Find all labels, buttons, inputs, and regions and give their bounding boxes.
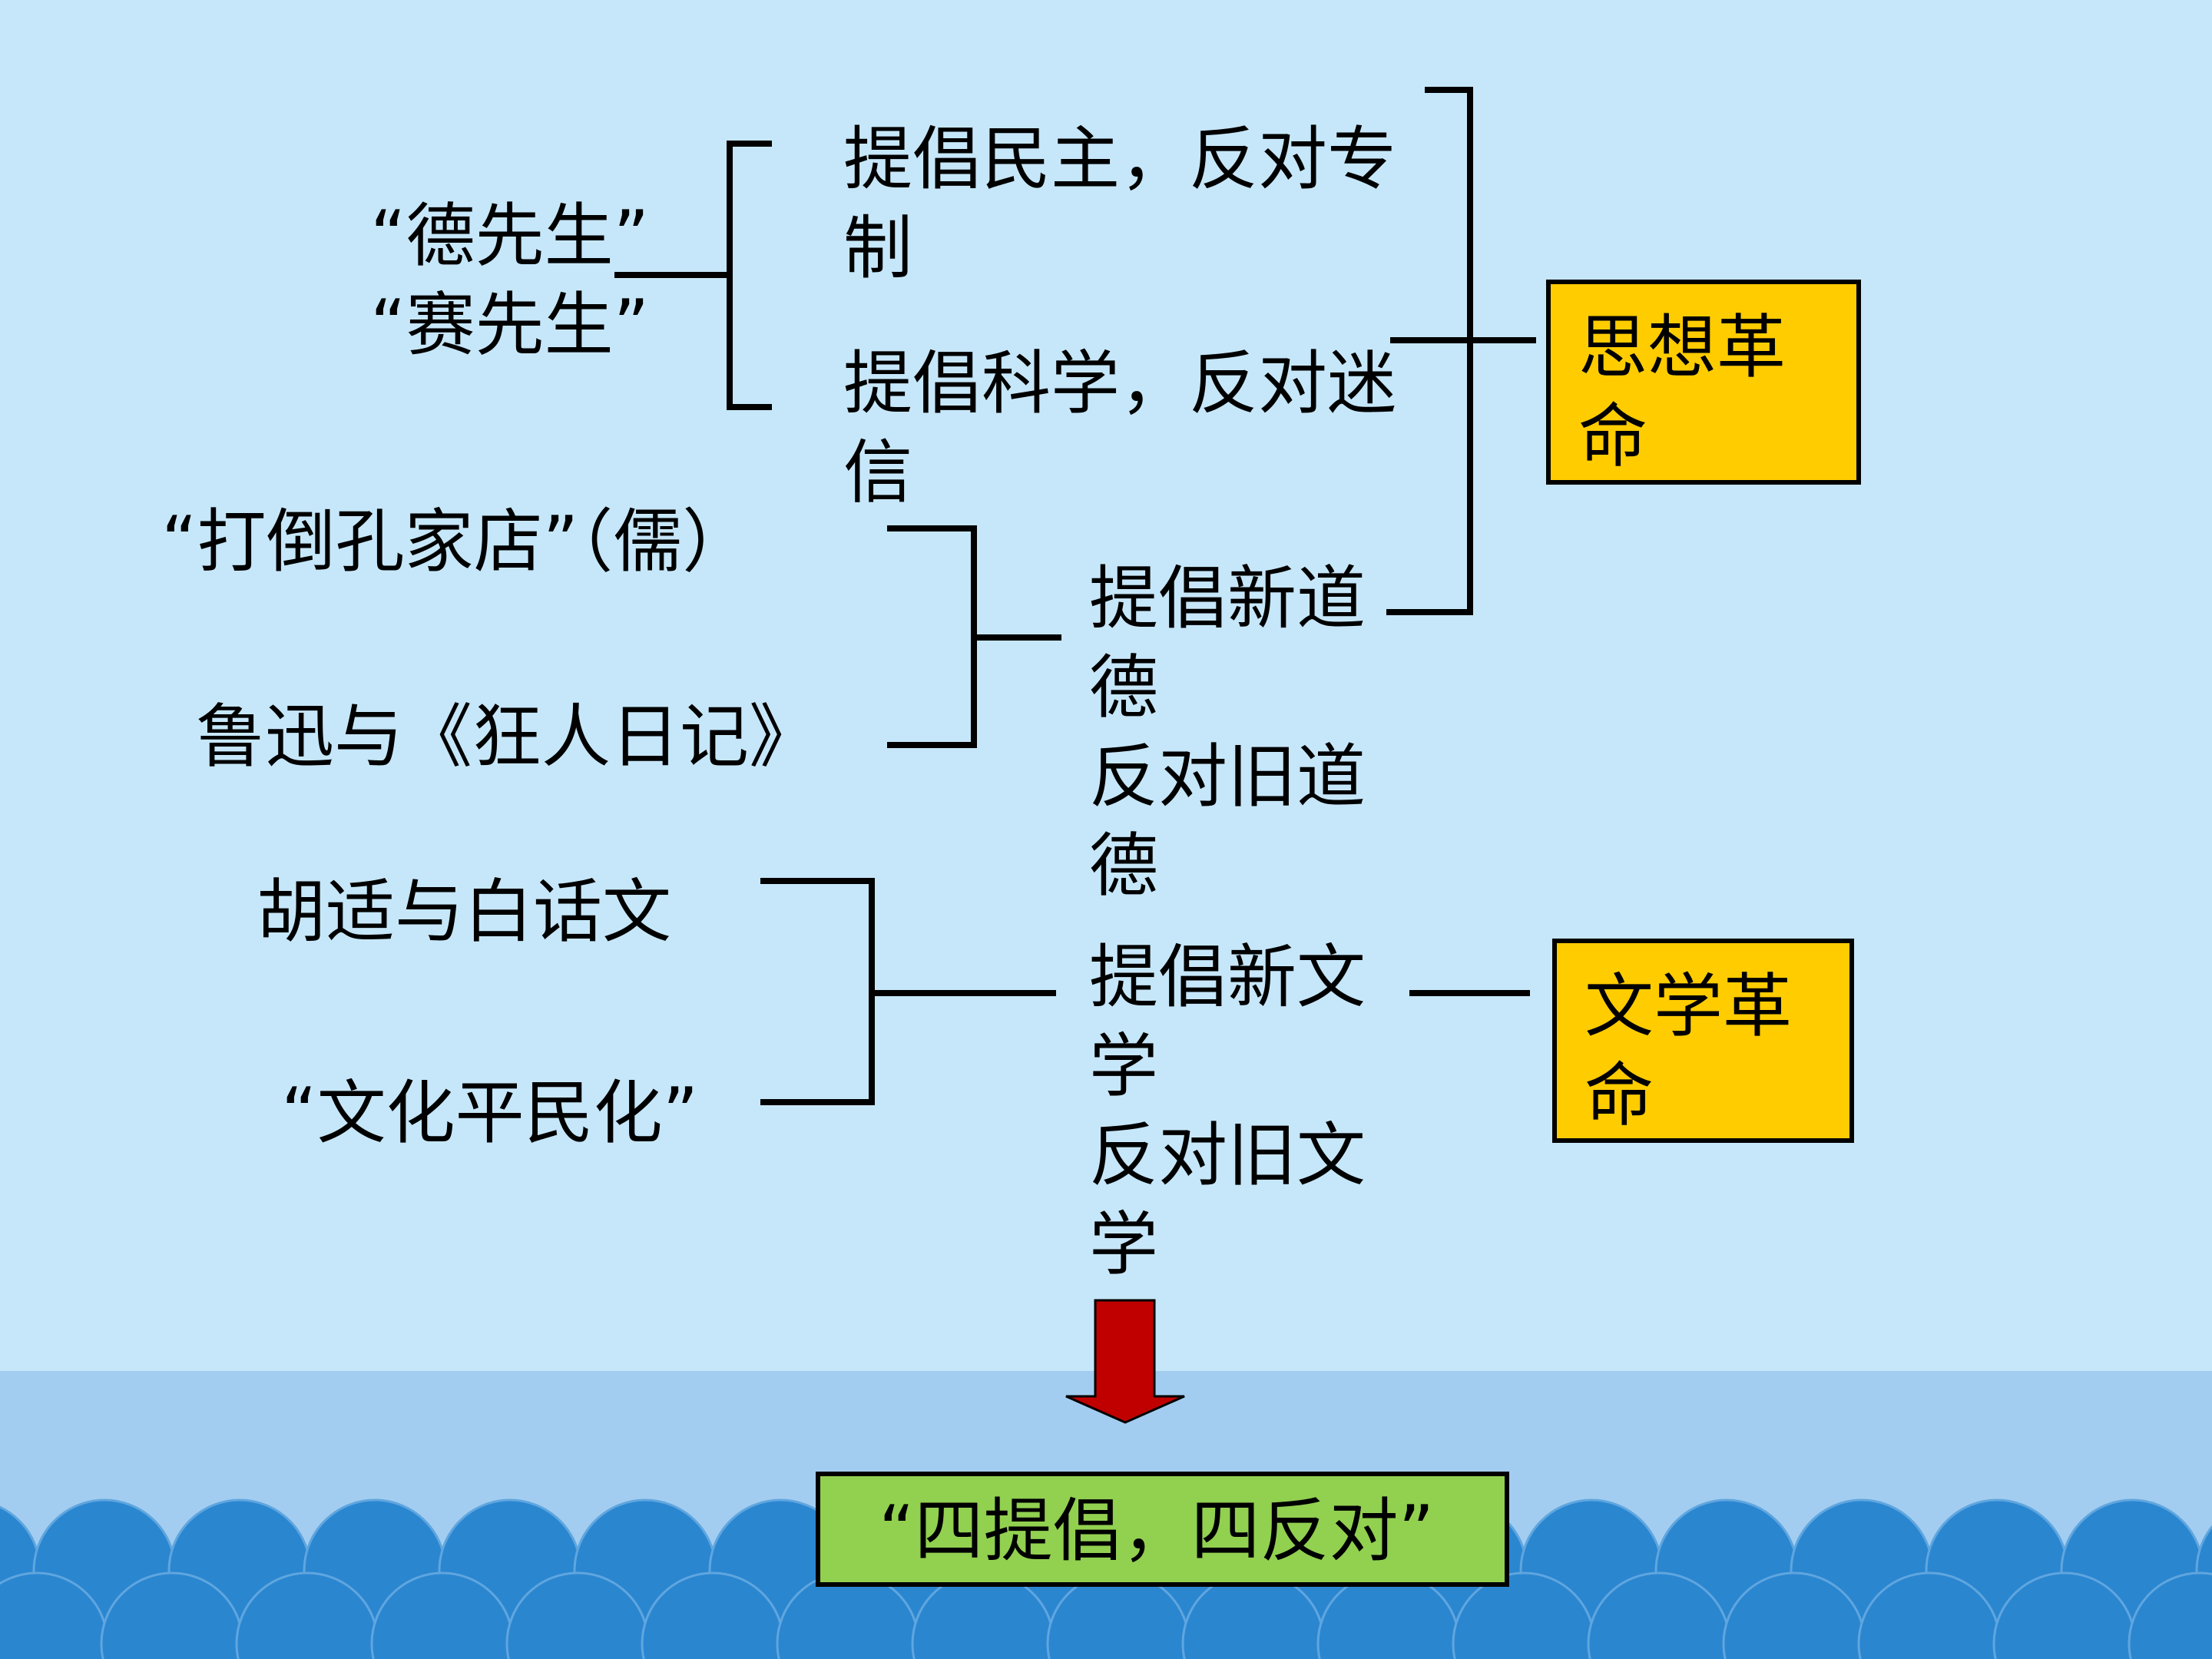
down-arrow [1065,1299,1185,1424]
label-hushi: 胡适与白话文 [257,872,671,952]
box-literary-revolution: 文学革 命 [1552,939,1854,1143]
bracket-de-sai [727,141,772,410]
box-summary-text: “四提倡，四反对” [879,1491,1435,1571]
box-thought-revolution: 思想革 命 [1546,280,1861,485]
label-dadao-kongjiadian: “打倒孔家店”（儒） [161,502,752,582]
label-democracy: 提倡民主，反对专 制 [843,119,1396,289]
label-luxun: 鲁迅与《狂人日记》 [196,697,818,777]
box-thought-revolution-text: 思想革 命 [1578,307,1786,477]
box-summary: “四提倡，四反对” [816,1472,1509,1587]
bracket-thought-revolution [1386,87,1473,615]
label-science: 提倡科学，反对迷 信 [843,343,1396,513]
wave-circle [2128,1571,2212,1659]
label-pingminhua: “文化平民化” [281,1073,699,1154]
label-literature: 提倡新文 学 反对旧文 学 [1089,937,1366,1285]
box-literary-revolution-text: 文学革 命 [1584,966,1792,1136]
label-de-sai: “德先生” “赛先生” [370,196,650,366]
bracket-literature [760,878,875,1105]
bracket-morality [887,525,977,748]
label-morality: 提倡新道 德 反对旧道 德 [1089,558,1366,906]
